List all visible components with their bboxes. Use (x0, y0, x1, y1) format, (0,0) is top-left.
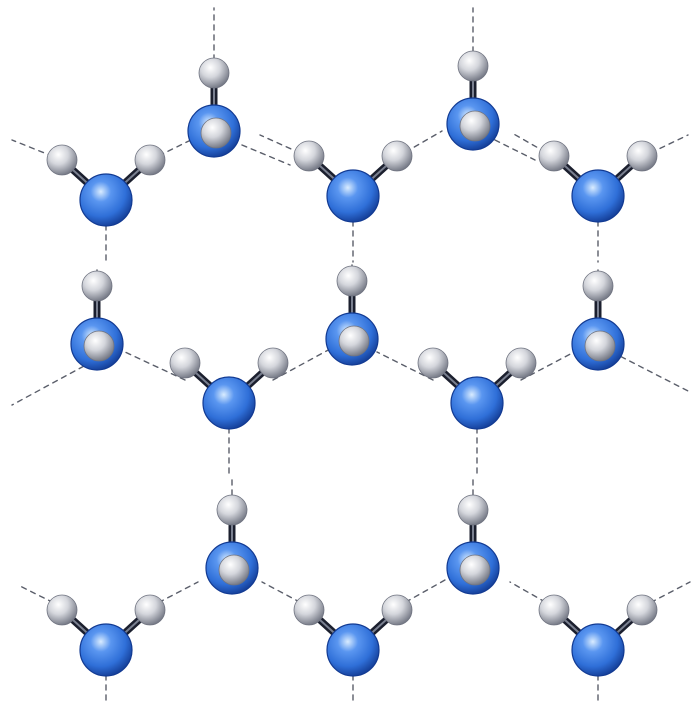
hydrogen-atom (47, 595, 77, 625)
hydrogen-atom (627, 595, 657, 625)
upright-water-molecule (447, 51, 499, 150)
hydrogen-atom (199, 58, 229, 88)
v-shaped-water-molecule (294, 141, 412, 222)
upright-water-molecule (188, 58, 240, 157)
hydrogen-atom (47, 145, 77, 175)
upright-water-molecule (572, 271, 624, 370)
hydrogen-atom (294, 595, 324, 625)
hydrogen-bond (242, 145, 290, 165)
upright-water-molecule (71, 271, 123, 370)
hydrogen-atom (135, 595, 165, 625)
v-shaped-water-molecule (539, 141, 657, 222)
oxygen-atom (80, 174, 132, 226)
hydrogen-atom (219, 555, 249, 585)
v-shaped-water-molecule (47, 145, 165, 226)
hydrogen-atom (382, 141, 412, 171)
v-shaped-water-molecule (47, 595, 165, 676)
hydrogen-atom (337, 266, 367, 296)
v-shaped-water-molecule (418, 348, 536, 429)
hydrogen-atom (418, 348, 448, 378)
hydrogen-atom (460, 111, 490, 141)
hydrogen-atom (627, 141, 657, 171)
hydrogen-atom (339, 326, 369, 356)
hydrogen-atom (382, 595, 412, 625)
hydrogen-atom (539, 141, 569, 171)
hydrogen-atom (82, 271, 112, 301)
hydrogen-atom (458, 51, 488, 81)
upright-water-molecule (447, 495, 499, 594)
hydrogen-atom (258, 348, 288, 378)
hydrogen-atom (201, 118, 231, 148)
hydrogen-atom (170, 348, 200, 378)
water-molecule-layer (47, 51, 657, 676)
hydrogen-atom (506, 348, 536, 378)
hydrogen-atom (585, 331, 615, 361)
oxygen-atom (572, 624, 624, 676)
hydrogen-bond (495, 140, 535, 160)
v-shaped-water-molecule (170, 348, 288, 429)
hydrogen-atom (135, 145, 165, 175)
oxygen-atom (203, 377, 255, 429)
hydrogen-atom (294, 141, 324, 171)
hydrogen-bond (612, 352, 690, 392)
hydrogen-atom (583, 271, 613, 301)
hydrogen-atom (458, 495, 488, 525)
oxygen-atom (80, 624, 132, 676)
oxygen-atom (451, 377, 503, 429)
hydrogen-atom (539, 595, 569, 625)
hydrogen-atom (84, 331, 114, 361)
oxygen-atom (572, 170, 624, 222)
upright-water-molecule (326, 266, 378, 365)
hydrogen-atom (460, 555, 490, 585)
v-shaped-water-molecule (294, 595, 412, 676)
oxygen-atom (327, 624, 379, 676)
oxygen-atom (327, 170, 379, 222)
upright-water-molecule (206, 495, 258, 594)
hydrogen-atom (217, 495, 247, 525)
v-shaped-water-molecule (539, 595, 657, 676)
